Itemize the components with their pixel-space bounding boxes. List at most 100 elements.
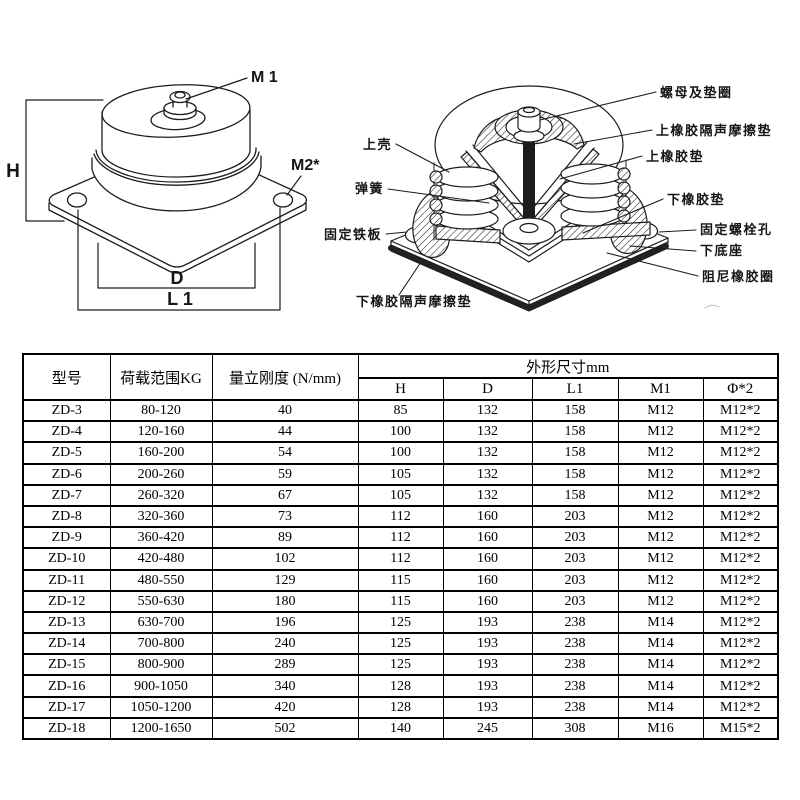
table-header-row-2: H D L1 M1 Φ*2 <box>23 377 779 401</box>
table-cell: 308 <box>531 716 619 741</box>
table-cell: M12 <box>617 441 704 465</box>
spring-right <box>560 163 651 241</box>
table-cell: M12 <box>617 504 704 529</box>
table-cell: 105 <box>357 483 444 507</box>
table-cell: 67 <box>211 483 359 507</box>
col-header-l1: L1 <box>531 377 619 401</box>
table-cell: M12*2 <box>702 526 779 550</box>
table-header-row-1: 型号 荷载范围KG 量立刚度 (N/mm) 外形尺寸mm <box>22 353 779 401</box>
table-cell: 160 <box>442 504 533 529</box>
table-cell: 196 <box>211 610 359 635</box>
table-cell: ZD-11 <box>22 568 111 592</box>
col-header-h: H <box>357 377 444 401</box>
table-cell: 193 <box>442 695 533 719</box>
table-cell: M12*2 <box>702 398 779 423</box>
label-lower-friction-pad: 下橡胶隔声摩擦垫 <box>356 294 472 310</box>
table-cell: 502 <box>211 716 359 741</box>
table-cell: ZD-16 <box>22 674 111 698</box>
label-upper-friction-pad: 上橡胶隔声摩擦垫 <box>656 123 772 139</box>
table-cell: M16 <box>617 716 704 741</box>
table-cell: 420 <box>211 695 359 719</box>
table-cell: 320-360 <box>109 504 213 529</box>
table-cell: 120-160 <box>109 420 213 444</box>
plate-cut-chevron <box>456 202 603 263</box>
table-cell: ZD-17 <box>22 695 111 719</box>
top-nut-hole <box>522 106 536 114</box>
table-cell: 160-200 <box>109 441 213 465</box>
table-cell: 85 <box>357 398 444 423</box>
table-cell: 125 <box>357 653 444 677</box>
table-cell: M12 <box>617 462 704 486</box>
leader-damping-ring <box>606 252 699 277</box>
table-cell: M12*2 <box>702 504 779 529</box>
table-cell: 112 <box>357 526 444 550</box>
table-cell: 340 <box>211 674 359 698</box>
table-cell: M12 <box>617 589 704 613</box>
dim-l1-lines <box>77 207 281 311</box>
table-cell: M14 <box>617 632 704 656</box>
label-lower-base: 下底座 <box>700 243 744 259</box>
table-cell: 203 <box>531 504 619 529</box>
table-cell: 193 <box>442 610 533 635</box>
table-cell: 128 <box>357 695 444 719</box>
label-lower-rubber-pad: 下橡胶垫 <box>667 192 725 208</box>
dim-label-m2: M2* <box>291 157 320 174</box>
dim-h-lines <box>25 99 104 222</box>
table-cell: 125 <box>357 632 444 656</box>
leader-lines <box>385 91 699 296</box>
table-cell: ZD-13 <box>22 610 111 635</box>
table-cell: 132 <box>442 398 533 423</box>
table-cell: 112 <box>357 504 444 529</box>
table-cell: M12*2 <box>702 695 779 719</box>
table-cell: 132 <box>442 483 533 507</box>
spec-table: 型号 荷载范围KG 量立刚度 (N/mm) 外形尺寸mm H D L1 M1 Φ… <box>22 353 779 741</box>
table-cell: 200-260 <box>109 462 213 486</box>
table-cell: 80-120 <box>109 398 213 423</box>
leader-lower-base <box>629 245 697 252</box>
table-cell: 132 <box>442 441 533 465</box>
leader-spring <box>387 188 490 204</box>
table-cell: 289 <box>211 653 359 677</box>
table-cell: 59 <box>211 462 359 486</box>
rubber-rings <box>93 147 260 186</box>
table-cell: M12*2 <box>702 610 779 635</box>
dim-label-h: H <box>6 161 20 182</box>
scan-artifact <box>704 304 720 309</box>
table-cell: 260-320 <box>109 483 213 507</box>
col-header-stiffness: 量立刚度 (N/mm) <box>211 353 359 401</box>
table-cell: ZD-7 <box>22 483 111 507</box>
table-cell: 160 <box>442 526 533 550</box>
table-cell: 158 <box>531 462 619 486</box>
table-cell: M14 <box>617 695 704 719</box>
base-plate-thickness <box>48 202 307 274</box>
table-cell: 238 <box>531 653 619 677</box>
leader-lower-friction-pad <box>398 261 422 296</box>
table-cell: M12 <box>617 398 704 423</box>
table-cell: ZD-18 <box>22 716 111 741</box>
label-upper-rubber-pad: 上橡胶垫 <box>646 149 704 165</box>
table-cell: 1050-1200 <box>109 695 213 719</box>
col-header-model: 型号 <box>22 353 111 401</box>
base-plate-thickness <box>390 237 669 307</box>
table-cell: 158 <box>531 441 619 465</box>
table-cell: 193 <box>442 632 533 656</box>
table-cell: 73 <box>211 504 359 529</box>
leader-m2 <box>286 175 302 196</box>
label-damping-rubber-ring: 阻尼橡胶圈 <box>702 269 775 285</box>
label-nut-washer: 螺母及垫圈 <box>660 85 733 101</box>
center-stud-sides <box>523 141 535 223</box>
table-cell: 180 <box>211 589 359 613</box>
table-cell: 238 <box>531 674 619 698</box>
table-cell: ZD-14 <box>22 632 111 656</box>
leader-m1 <box>185 77 248 100</box>
table-cell: ZD-9 <box>22 526 111 550</box>
table-cell: M12*2 <box>702 483 779 507</box>
table-cell: M12*2 <box>702 441 779 465</box>
table-cell: M12 <box>617 420 704 444</box>
